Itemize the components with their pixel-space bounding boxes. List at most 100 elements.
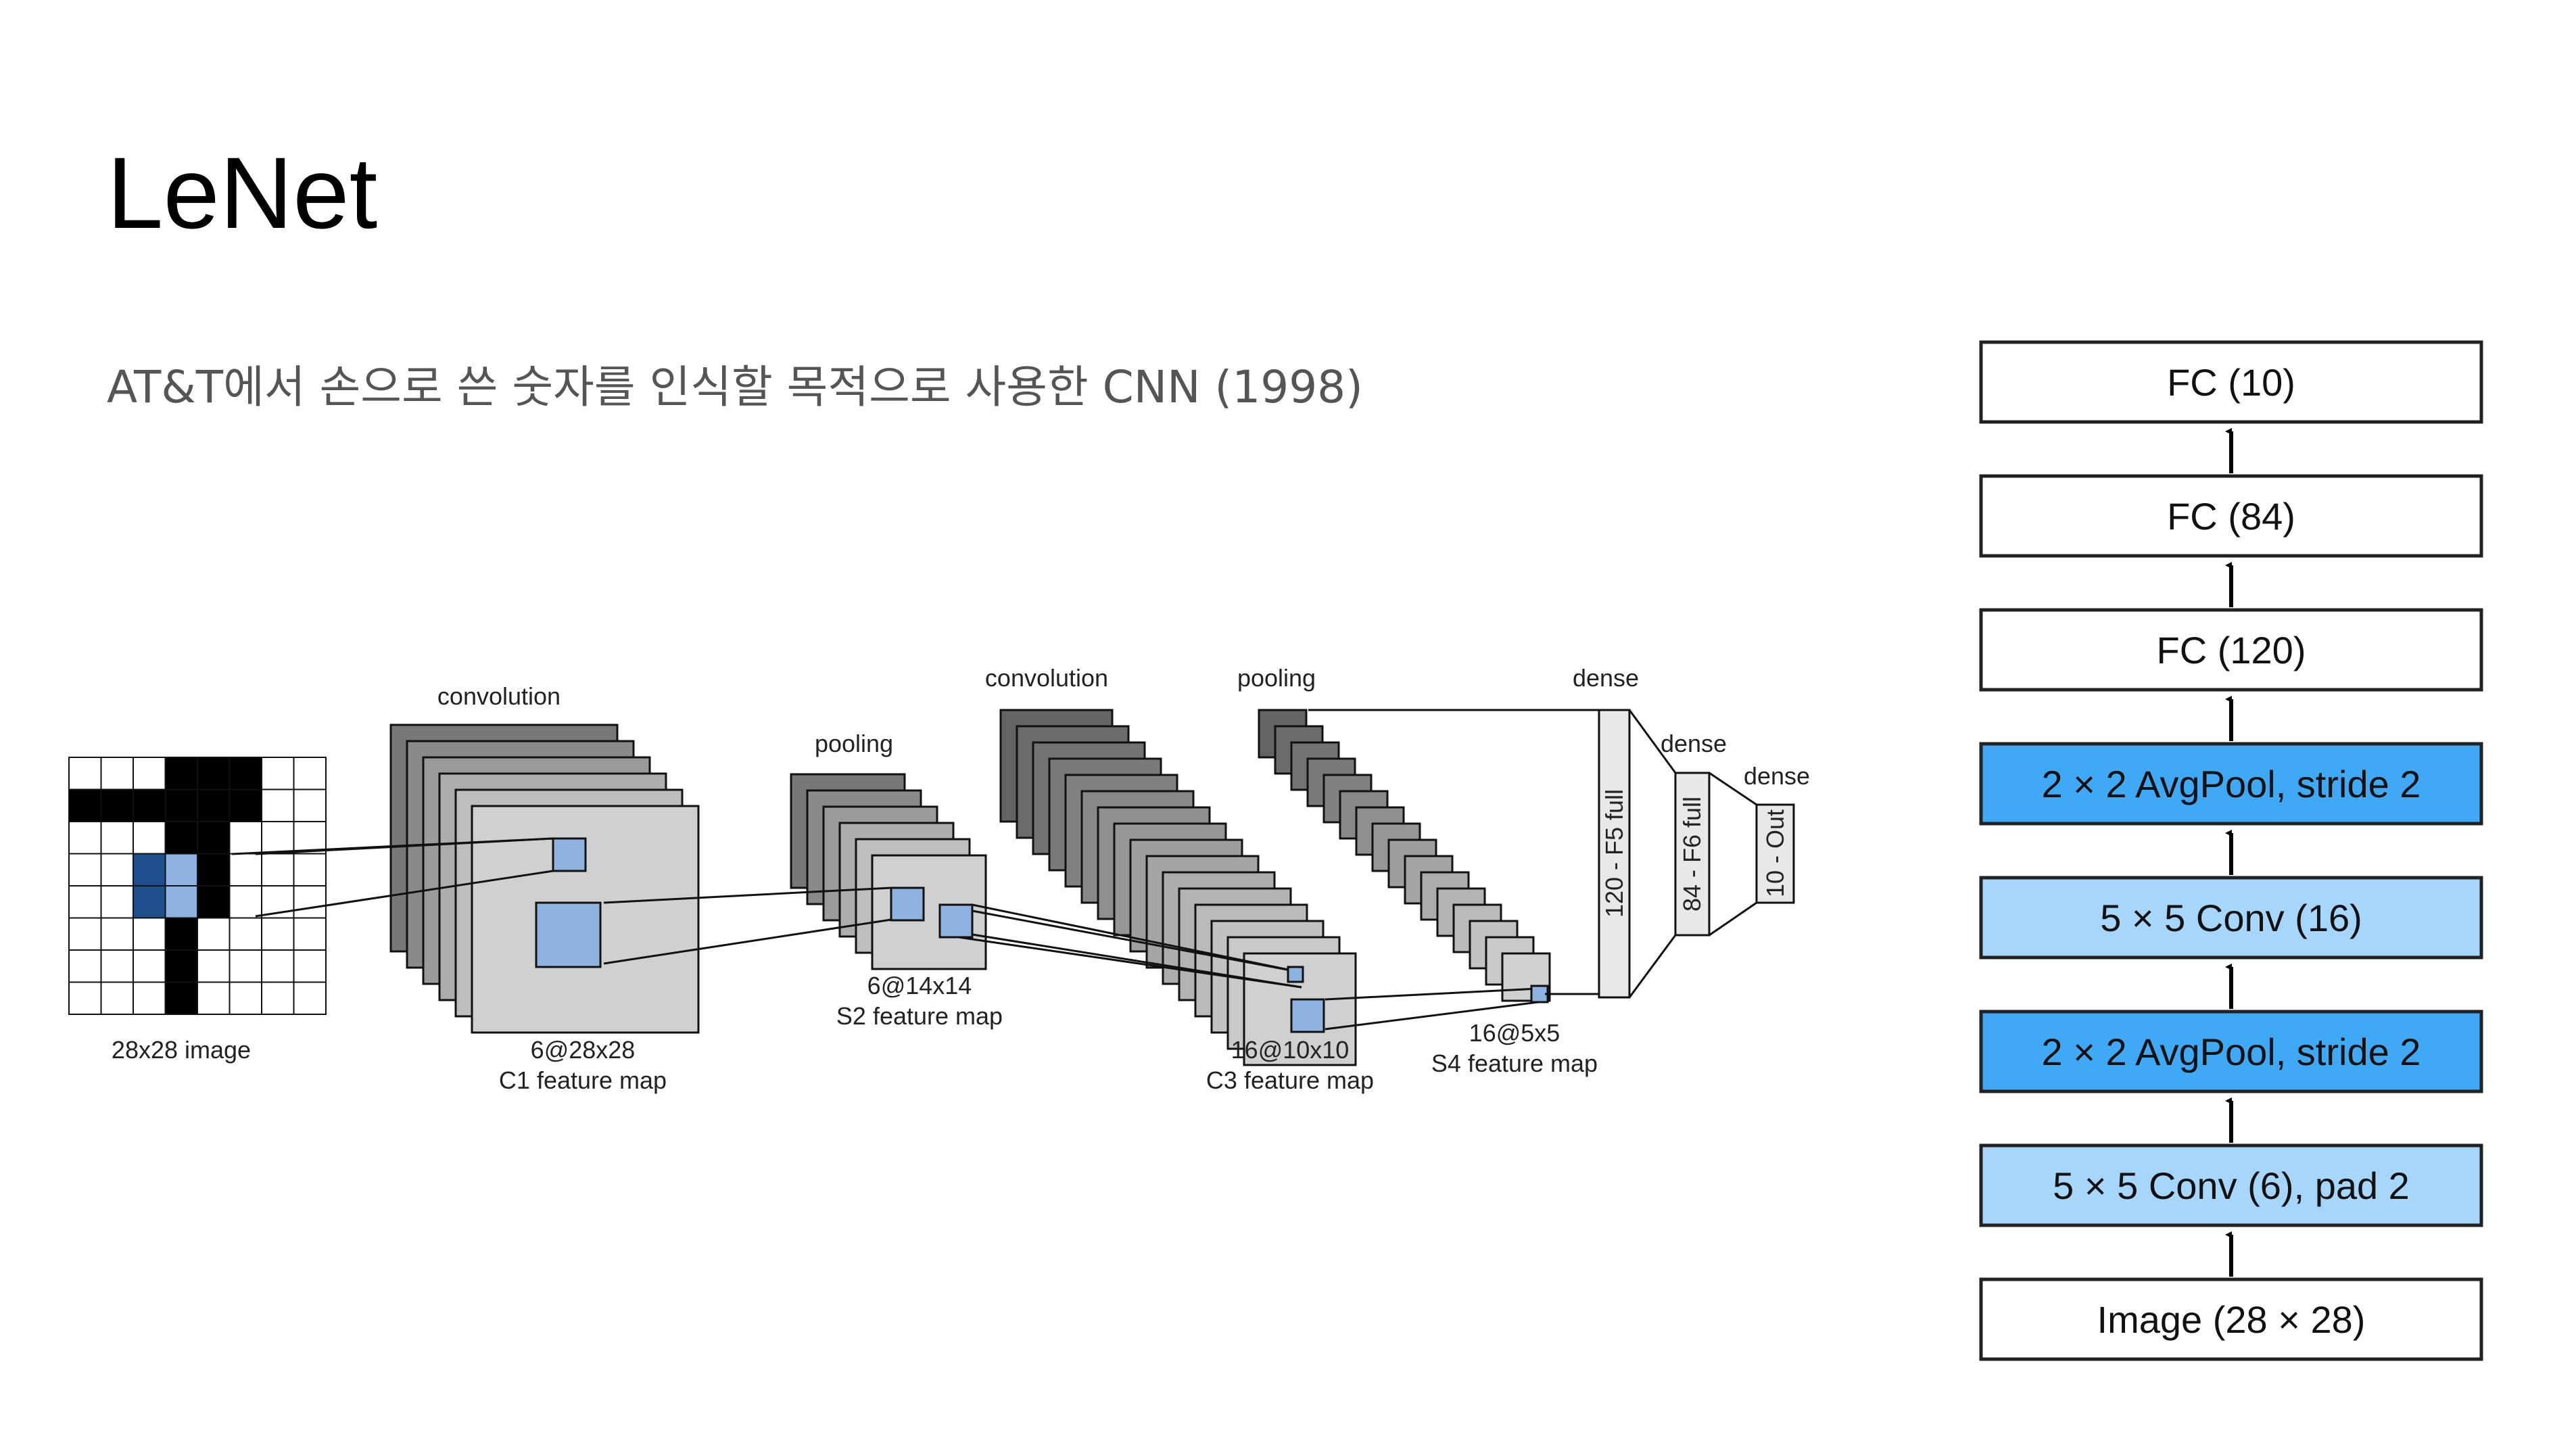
grid-cell (293, 788, 327, 822)
grid-cell (293, 981, 327, 1015)
f5-bar (1598, 709, 1631, 999)
op-label-dense-3: dense (1744, 762, 1810, 790)
out-bar (1755, 803, 1795, 904)
out-label: 10 - Out (1761, 809, 1789, 897)
grid-cell (133, 853, 166, 886)
layer-label: 5 × 5 Conv (16) (2100, 897, 2362, 939)
layer-stack: FC (10) FC (84) FC (120) 2 × 2 AvgPool, str… (1979, 340, 2483, 1361)
grid-cell (164, 821, 198, 855)
slide-title: LeNet (107, 136, 378, 250)
grid-cell (261, 917, 295, 951)
grid-cell (293, 853, 327, 886)
grid-cell (261, 821, 295, 855)
grid-cell (100, 788, 134, 822)
grid-cell (229, 949, 262, 983)
grid-cell (133, 885, 166, 919)
grid-cell (68, 821, 102, 855)
layer-label: 2 × 2 AvgPool, stride 2 (2042, 1031, 2421, 1073)
s4-caption-name: S4 feature map (1431, 1049, 1598, 1077)
grid-cell (164, 788, 198, 822)
grid-cell (164, 853, 198, 886)
c1-pool-patch (535, 901, 602, 968)
layer-label: 5 × 5 Conv (6), pad 2 (2053, 1164, 2410, 1207)
grid-cell (100, 757, 134, 790)
grid-cell (100, 981, 134, 1015)
grid-cell (229, 917, 262, 951)
layer-box-rect (1979, 1277, 2483, 1361)
grid-cell (261, 981, 295, 1015)
dense-layer-bars: 120 - F5 full 84 - F6 full 10 - Out (1598, 709, 1795, 999)
grid-cell (261, 757, 295, 790)
grid-cell (261, 853, 295, 886)
f6-bar (1674, 772, 1711, 937)
grid-cell (164, 885, 198, 919)
slide-subtitle: AT&T에서 손으로 쓴 숫자를 인식할 목적으로 사용한 CNN (1998) (107, 361, 1363, 413)
layer-label: FC (84) (2167, 495, 2295, 538)
input-image-grid (68, 757, 327, 1015)
grid-cell (197, 788, 231, 822)
feature-map (1501, 952, 1551, 1002)
grid-cell (197, 981, 231, 1015)
layer-label: Image (28 × 28) (2097, 1298, 2366, 1341)
input-caption: 28x28 image (112, 1036, 251, 1064)
layer-box-rect (1979, 1010, 2483, 1093)
grid-cell (293, 757, 327, 790)
grid-cell (133, 917, 166, 951)
layer-label: FC (10) (2167, 361, 2295, 404)
layer-box-rect (1979, 876, 2483, 960)
layer-box-rect (1979, 1143, 2483, 1227)
layer-box: 2 × 2 AvgPool, stride 2 (1979, 742, 2483, 826)
grid-cell (68, 885, 102, 919)
grid-cell (68, 949, 102, 983)
c1-feature-maps (389, 724, 700, 1034)
grid-cell (68, 853, 102, 886)
grid-cell (164, 917, 198, 951)
layer-box: 5 × 5 Conv (6), pad 2 (1979, 1143, 2483, 1227)
grid-cell (293, 885, 327, 919)
layer-box-rect (1979, 340, 2483, 424)
grid-cell (133, 788, 166, 822)
grid-cell (164, 981, 198, 1015)
dense-connectors (1308, 709, 1757, 998)
op-label-dense-1: dense (1573, 664, 1639, 692)
layer-box: FC (10) (1979, 340, 2483, 424)
c3-caption-size: 16@10x10 (1231, 1036, 1350, 1064)
s4-caption-size: 16@5x5 (1469, 1019, 1560, 1047)
c3-kernel-patch (1287, 966, 1304, 983)
grid-cell (68, 757, 102, 790)
s2-caption-size: 6@14x14 (867, 972, 972, 999)
grid-cell (229, 853, 262, 886)
operation-labels: convolution pooling convolution pooling … (437, 664, 1810, 790)
grid-cell (133, 949, 166, 983)
c3-caption-name: C3 feature map (1206, 1066, 1374, 1094)
grid-cell (261, 949, 295, 983)
grid-cell (133, 757, 166, 790)
s2-pool-patch (938, 903, 974, 939)
f5-label: 120 - F5 full (1600, 789, 1628, 918)
pipeline-diagram: 120 - F5 full 84 - F6 full 10 - Out conv… (68, 664, 1810, 1094)
grid-cell (197, 949, 231, 983)
grid-cell (133, 981, 166, 1015)
grid-cell (261, 788, 295, 822)
grid-cell (197, 885, 231, 919)
op-label-convolution-2: convolution (985, 664, 1108, 692)
layer-box-rect (1979, 474, 2483, 558)
grid-cell (197, 757, 231, 790)
feature-map-captions: 28x28 image 6@28x28 C1 feature map 6@14x… (112, 972, 1598, 1094)
f6-label: 84 - F6 full (1678, 797, 1706, 912)
op-label-dense-2: dense (1661, 730, 1727, 757)
c3-pool-patch (1290, 998, 1325, 1033)
op-label-pooling-1: pooling (815, 730, 893, 757)
op-label-pooling-2: pooling (1237, 664, 1316, 692)
grid-cell (229, 885, 262, 919)
s2-kernel-patch (890, 886, 925, 922)
grid-cell (164, 949, 198, 983)
layer-box: FC (120) (1979, 608, 2483, 692)
grid-cell (229, 981, 262, 1015)
layer-box: FC (84) (1979, 474, 2483, 558)
layer-box: 2 × 2 AvgPool, stride 2 (1979, 1010, 2483, 1093)
grid-cell (100, 949, 134, 983)
grid-cell (68, 917, 102, 951)
grid-cell (100, 885, 134, 919)
